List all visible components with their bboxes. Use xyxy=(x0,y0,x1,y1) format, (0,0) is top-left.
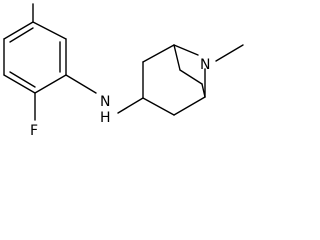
atom-label-ring-n: N xyxy=(200,57,210,73)
double-bond-c3-c4 xyxy=(9,71,36,88)
structure-canvas: F N H N xyxy=(3,3,244,139)
bond-c1-n8 xyxy=(173,44,199,56)
bicyclic-ring xyxy=(142,44,244,116)
bond-c2-c1 xyxy=(142,44,175,63)
bond-nh-c3 xyxy=(117,97,144,114)
benzene-ring xyxy=(3,21,67,94)
double-bond-c1-c2 xyxy=(9,27,34,43)
bond-c1-c2 xyxy=(3,21,34,40)
bond-c6-c1 xyxy=(32,21,67,40)
bond-c3-c4 xyxy=(3,74,36,94)
atom-label-amine-h: H xyxy=(100,110,111,126)
atom-label-f: F xyxy=(30,123,38,139)
bond-c7-c6 xyxy=(179,69,203,85)
bond-c4-c5 xyxy=(34,74,67,94)
atom-label-amine-n: N xyxy=(100,94,110,110)
bond-n8-methyl xyxy=(215,44,244,62)
bond-c1-c7 xyxy=(173,44,181,71)
molecule-diagram: F N H N xyxy=(3,3,244,139)
bond-aryl-nh xyxy=(65,74,97,94)
bond-c3-c4 xyxy=(142,97,175,116)
bond-c4-c5 xyxy=(173,96,206,116)
